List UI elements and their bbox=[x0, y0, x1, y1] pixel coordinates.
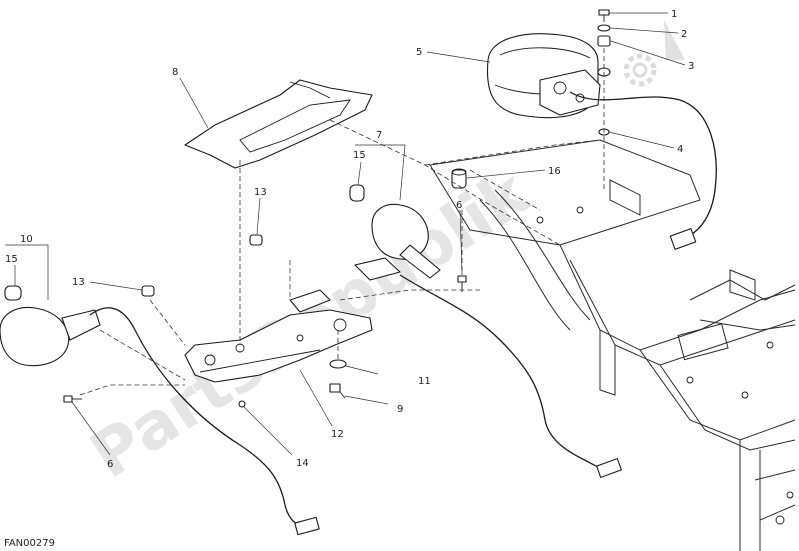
callout-8: 8 bbox=[172, 67, 178, 78]
callout-7: 7 bbox=[376, 130, 382, 141]
callout-11: 11 bbox=[418, 376, 431, 387]
fastener-stack bbox=[597, 9, 611, 190]
callout-10: 10 bbox=[20, 234, 33, 245]
callout-14: 14 bbox=[296, 458, 309, 469]
callout-9: 9 bbox=[397, 404, 403, 415]
callout-13-left: 13 bbox=[72, 277, 85, 288]
indicator-left-connector bbox=[294, 516, 320, 536]
indicator-left-cable bbox=[89, 307, 306, 529]
gear-logo-icon bbox=[623, 20, 685, 87]
mounting-bracket bbox=[184, 289, 373, 383]
nut-14 bbox=[238, 400, 246, 408]
callout-15-left: 15 bbox=[5, 254, 18, 265]
callout-6-right: 6 bbox=[456, 200, 462, 211]
screw-9 bbox=[329, 383, 346, 399]
grommet-13-top bbox=[249, 234, 263, 246]
callout-15-right: 15 bbox=[353, 150, 366, 161]
callout-5: 5 bbox=[416, 47, 422, 58]
indicator-left bbox=[0, 306, 101, 367]
callout-16: 16 bbox=[548, 166, 561, 177]
callout-12: 12 bbox=[331, 429, 344, 440]
assembly-lines bbox=[79, 119, 601, 396]
callout-13-top: 13 bbox=[254, 187, 267, 198]
diagram-code: FAN00279 bbox=[4, 538, 55, 549]
plate-cover bbox=[184, 79, 373, 169]
callout-labels: 1 2 3 4 5 6 6 7 8 9 10 11 12 13 13 14 15… bbox=[5, 9, 694, 470]
grommet bbox=[451, 168, 467, 189]
screw-6-left bbox=[63, 395, 82, 403]
washer-11 bbox=[329, 359, 347, 369]
callout-4: 4 bbox=[677, 144, 683, 155]
callout-2: 2 bbox=[681, 29, 687, 40]
indicator-right-cable bbox=[399, 274, 601, 469]
callout-1: 1 bbox=[671, 9, 677, 20]
callout-6-left: 6 bbox=[107, 459, 113, 470]
leader-lines bbox=[5, 12, 686, 456]
grommet-13-left bbox=[141, 285, 155, 297]
tail-light bbox=[486, 33, 601, 119]
indicator-right-connector bbox=[596, 458, 622, 478]
tail-light-cable bbox=[569, 91, 717, 236]
tail-light-connector bbox=[669, 228, 697, 250]
bulb-right bbox=[349, 184, 365, 202]
subframe bbox=[429, 139, 796, 551]
bulb-left bbox=[4, 285, 22, 301]
indicator-right bbox=[354, 203, 441, 281]
callout-3: 3 bbox=[688, 61, 694, 72]
